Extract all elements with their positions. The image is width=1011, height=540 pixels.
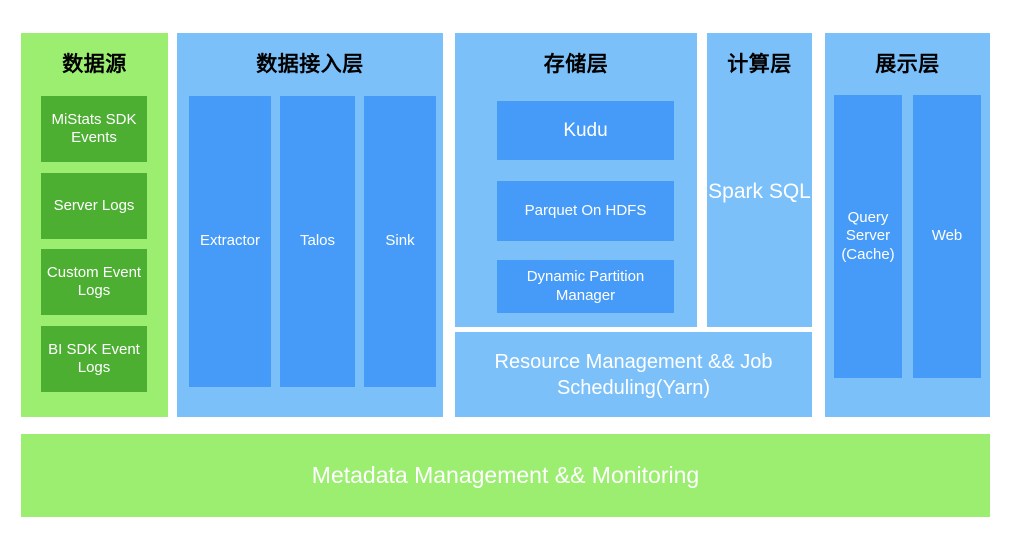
ingestion-item-extractor[interactable]: Extractor	[189, 96, 271, 387]
presentation-item-query-server[interactable]: Query Server (Cache)	[834, 95, 902, 378]
layer-title-presentation: 展示层	[875, 53, 940, 76]
resource-management-bar[interactable]	[455, 332, 812, 417]
storage-item-kudu[interactable]: Kudu	[497, 101, 674, 160]
compute-item-spark-sql[interactable]: Spark SQL	[708, 180, 811, 204]
layer-title-storage: 存储层	[543, 53, 609, 76]
layer-title-data-source: 数据源	[62, 53, 127, 76]
metadata-management-bar[interactable]	[21, 434, 990, 517]
data-source-item-custom-event-logs[interactable]: Custom Event Logs	[41, 249, 147, 315]
data-source-item-mistats[interactable]: MiStats SDK Events	[41, 96, 147, 162]
layer-title-compute: 计算层	[727, 53, 792, 76]
ingestion-item-talos[interactable]: Talos	[280, 96, 355, 387]
storage-item-parquet-on-hdfs[interactable]: Parquet On HDFS	[497, 181, 674, 241]
metadata-management-label: Metadata Management && Monitoring	[311, 461, 700, 488]
ingestion-item-sink[interactable]: Sink	[364, 96, 436, 387]
data-source-item-server-logs[interactable]: Server Logs	[41, 173, 147, 239]
storage-item-dynamic-partition-manager[interactable]: Dynamic Partition Manager	[497, 260, 674, 313]
layer-panel-compute: 计算层	[707, 33, 812, 327]
layer-title-ingestion: 数据接入层	[256, 53, 364, 76]
presentation-item-web[interactable]: Web	[913, 95, 981, 378]
data-source-item-bi-sdk-event-logs[interactable]: BI SDK Event Logs	[41, 326, 147, 392]
resource-management-label: Resource Management && Job Scheduling(Ya…	[494, 350, 773, 399]
